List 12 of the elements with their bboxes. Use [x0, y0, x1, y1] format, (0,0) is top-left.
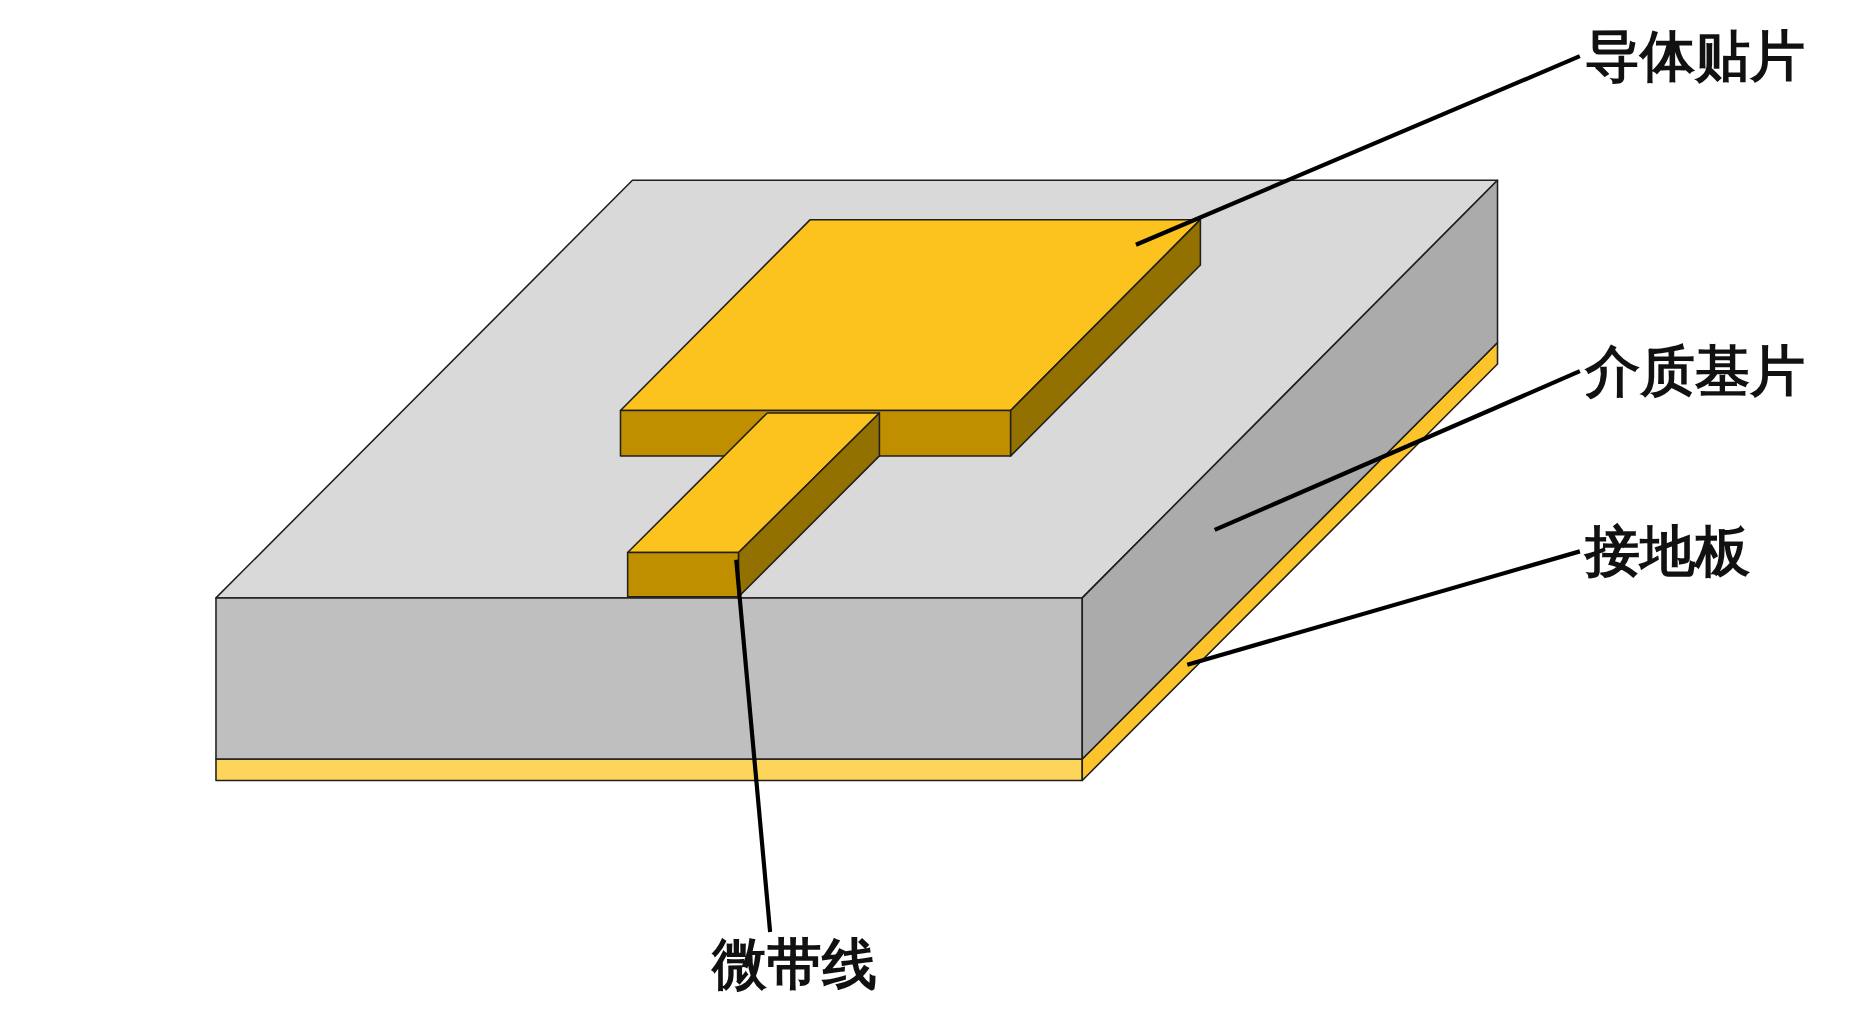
leader-line [734, 559, 773, 933]
ground-plate [215, 341, 1499, 782]
feed-strip [626, 412, 881, 598]
part-label: 介质基片 [1584, 343, 1805, 399]
part-label: 导体贴片 [1584, 28, 1805, 84]
patch-plate [619, 218, 1202, 457]
substrate-block [215, 179, 1499, 760]
part-label: 接地板 [1584, 523, 1750, 579]
leader-line [1213, 369, 1581, 532]
leader-line [1135, 54, 1581, 247]
part-label: 微带线 [712, 936, 878, 992]
leader-line [1186, 549, 1581, 667]
